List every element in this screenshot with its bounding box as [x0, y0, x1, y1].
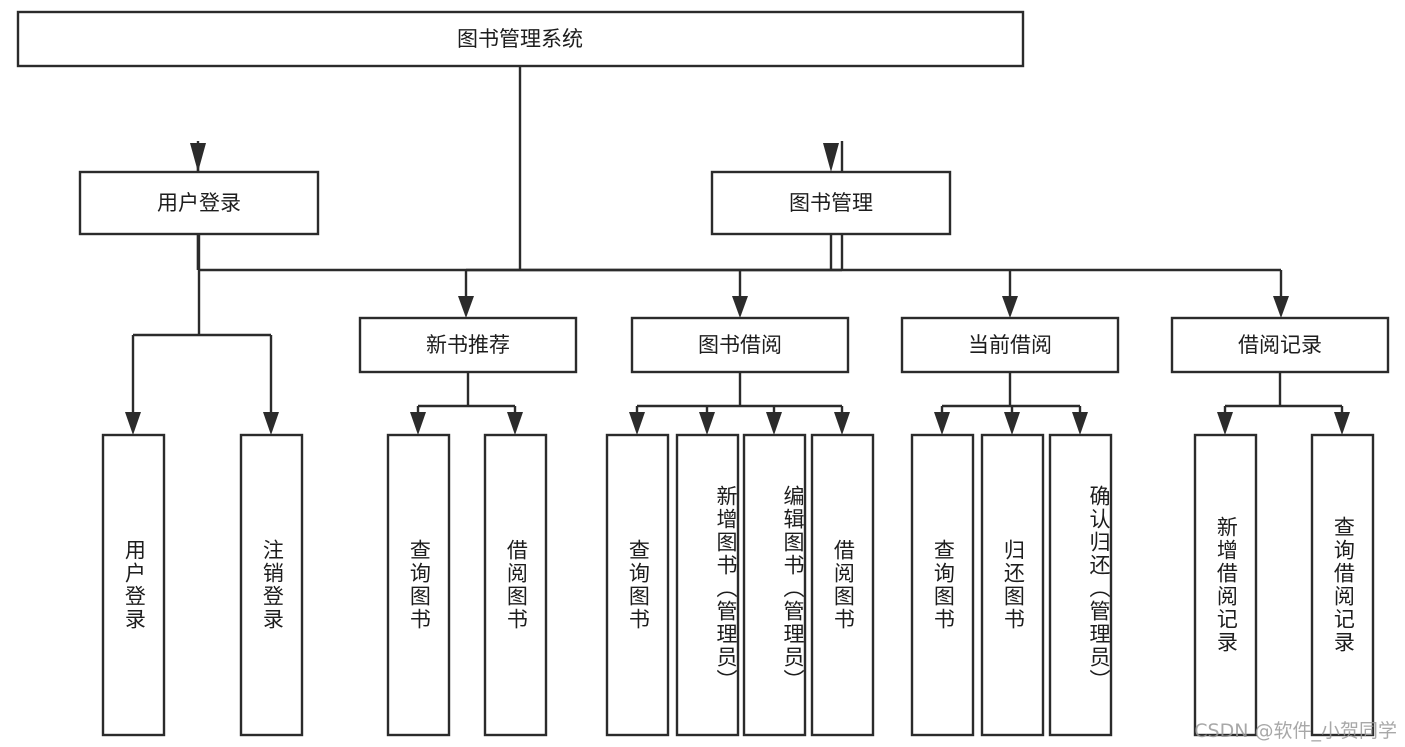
node-borrow-record[interactable]: 借阅记录	[1170, 316, 1390, 374]
node-book-borrow-label: 图书借阅	[698, 333, 782, 357]
leaf-box-return-book[interactable]	[980, 433, 1045, 737]
leaf-box-add-book-admin[interactable]	[675, 433, 740, 737]
leaf-box-edit-book-admin[interactable]	[742, 433, 807, 737]
node-new-book-recommend[interactable]: 新书推荐	[358, 316, 578, 374]
leaf-box-query-book-borrow[interactable]	[605, 433, 670, 737]
leaf-box-borrow-book[interactable]	[810, 433, 875, 737]
leaf-boxes	[101, 433, 1375, 737]
node-book-management[interactable]: 图书管理	[710, 170, 952, 236]
leaf-box-add-borrow-record[interactable]	[1193, 433, 1258, 737]
leaf-box-query-borrow-record[interactable]	[1310, 433, 1375, 737]
node-new-book-recommend-label: 新书推荐	[426, 333, 510, 357]
leaf-box-borrow-book-rec[interactable]	[483, 433, 548, 737]
node-user-login-label: 用户登录	[157, 191, 241, 215]
leaf-box-query-book-current[interactable]	[910, 433, 975, 737]
watermark-text: CSDN @软件_小贺同学	[1194, 720, 1397, 742]
leaf-box-user-login[interactable]	[101, 433, 166, 737]
connector-root-to-level2	[196, 66, 844, 272]
node-book-management-label: 图书管理	[789, 191, 873, 215]
leaf-box-logout[interactable]	[239, 433, 304, 737]
arrowheads	[125, 143, 1350, 435]
node-root[interactable]: 图书管理系统	[16, 10, 1025, 68]
connector-book-management-children	[464, 234, 1283, 296]
leaf-box-query-book-rec[interactable]	[386, 433, 451, 737]
connector-borrow-record-children	[1223, 372, 1344, 412]
leaf-box-confirm-return-admin[interactable]	[1048, 433, 1113, 737]
node-current-borrow-label: 当前借阅	[968, 333, 1052, 357]
node-borrow-record-label: 借阅记录	[1238, 333, 1322, 357]
node-book-borrow[interactable]: 图书借阅	[630, 316, 850, 374]
connector-book-borrow-children	[635, 372, 844, 412]
node-current-borrow[interactable]: 当前借阅	[900, 316, 1120, 374]
connector-user-login-children	[131, 234, 273, 412]
connector-new-book-recommend-children	[416, 372, 517, 412]
connector-current-borrow-children	[940, 372, 1082, 412]
node-root-label: 图书管理系统	[457, 27, 583, 51]
node-user-login[interactable]: 用户登录	[78, 170, 320, 236]
